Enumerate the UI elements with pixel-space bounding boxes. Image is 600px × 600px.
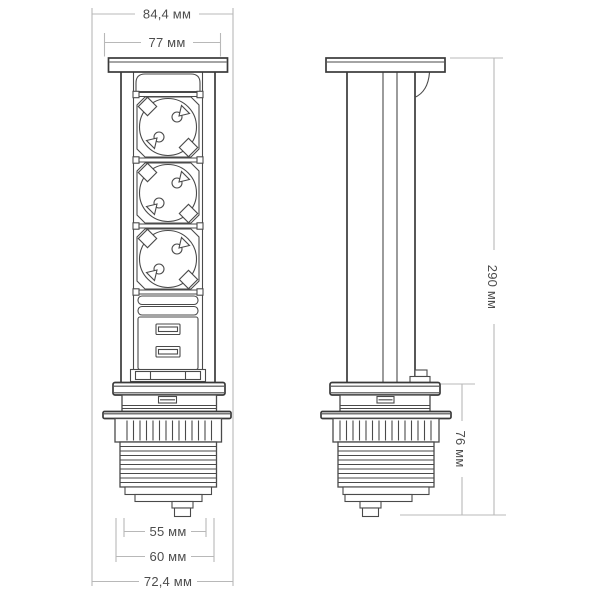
separator-2 xyxy=(132,156,204,164)
power-connector-plug xyxy=(173,507,192,518)
dim-bottom-step-label: 55 мм xyxy=(150,524,187,539)
bottom-step-2 xyxy=(134,493,203,503)
dim-under-surface-label: 76 мм xyxy=(453,431,468,468)
bracket-foot-upper xyxy=(414,369,428,378)
side-top-cap xyxy=(325,57,446,73)
thread-lines xyxy=(120,445,216,484)
usb-module-body xyxy=(137,316,199,371)
tower-bottom-trim xyxy=(129,368,207,383)
trim-dividers xyxy=(149,371,187,380)
column-inner-lines xyxy=(382,72,398,383)
dim-body-width: 77 мм xyxy=(103,33,222,57)
separator-4 xyxy=(132,288,204,296)
bottom-step-1 xyxy=(124,486,213,496)
side-column xyxy=(346,72,431,385)
dimension-line xyxy=(456,383,468,516)
dim-flange-width: 72,4 мм xyxy=(92,574,233,589)
separator-3 xyxy=(132,222,204,230)
front-view xyxy=(102,57,232,518)
trim-outer xyxy=(129,368,207,383)
side-base-assembly xyxy=(320,381,452,518)
thread-lines xyxy=(338,445,434,484)
dim-bottom-step: 55 мм xyxy=(123,518,207,539)
dim-thread-width: 60 мм xyxy=(115,518,215,564)
mounting-plate-lines xyxy=(114,385,224,394)
dimensions: 84,4 мм 77 мм 55 мм 60 мм 72,4 мм 290 мм xyxy=(91,7,506,589)
blank-module xyxy=(135,73,201,93)
usb-module xyxy=(137,316,199,371)
power-connector-base xyxy=(359,500,382,509)
dim-under-surface: 76 мм xyxy=(441,383,475,516)
neck-lines xyxy=(122,399,216,410)
dim-cap-width-label: 84,4 мм xyxy=(143,7,191,22)
socket-module-2 xyxy=(136,162,200,224)
collar-ribs xyxy=(126,420,213,441)
rail-outer-lines xyxy=(120,72,216,383)
blank-slat-2 xyxy=(137,305,199,316)
neck-lines xyxy=(340,399,430,410)
extension-lines xyxy=(115,518,215,562)
usb-port-1 xyxy=(155,323,181,336)
extension-lines-outer xyxy=(91,8,234,586)
usb-port-2 xyxy=(155,345,181,358)
dim-total-height-label: 290 мм xyxy=(485,265,500,309)
column-outer-lines xyxy=(346,72,416,383)
dim-cap-width: 84,4 мм xyxy=(92,7,233,22)
counter-flange xyxy=(102,410,232,420)
usb-port-2-tongue xyxy=(157,348,179,355)
dim-thread-width-label: 60 мм xyxy=(150,549,187,564)
power-connector-base xyxy=(171,500,194,509)
mounting-plate-lines xyxy=(331,385,439,394)
cap-body xyxy=(107,57,229,73)
side-view xyxy=(320,57,452,518)
usb-port-1-tongue xyxy=(157,326,179,333)
trim-inner xyxy=(134,370,202,381)
dim-flange-width-label: 72,4 мм xyxy=(144,574,192,589)
bottom-step-2 xyxy=(344,493,413,503)
socket-module-1 xyxy=(136,96,200,158)
dim-total-height: 290 мм xyxy=(400,57,506,516)
extension-lines xyxy=(103,33,222,57)
bottom-step-1 xyxy=(342,486,430,496)
rear-bracket-fillet xyxy=(414,72,431,99)
cap-body xyxy=(325,57,446,73)
socket-module-3 xyxy=(136,228,200,290)
dimension-line xyxy=(487,57,501,516)
extension-lines xyxy=(123,518,207,537)
top-cap xyxy=(107,57,229,73)
power-connector-plug xyxy=(361,507,380,518)
base-assembly xyxy=(102,381,232,518)
dim-body-width-label: 77 мм xyxy=(149,35,186,50)
counter-flange xyxy=(320,410,452,420)
blank-slat-1 xyxy=(137,295,199,306)
collar-ribs xyxy=(339,420,432,441)
